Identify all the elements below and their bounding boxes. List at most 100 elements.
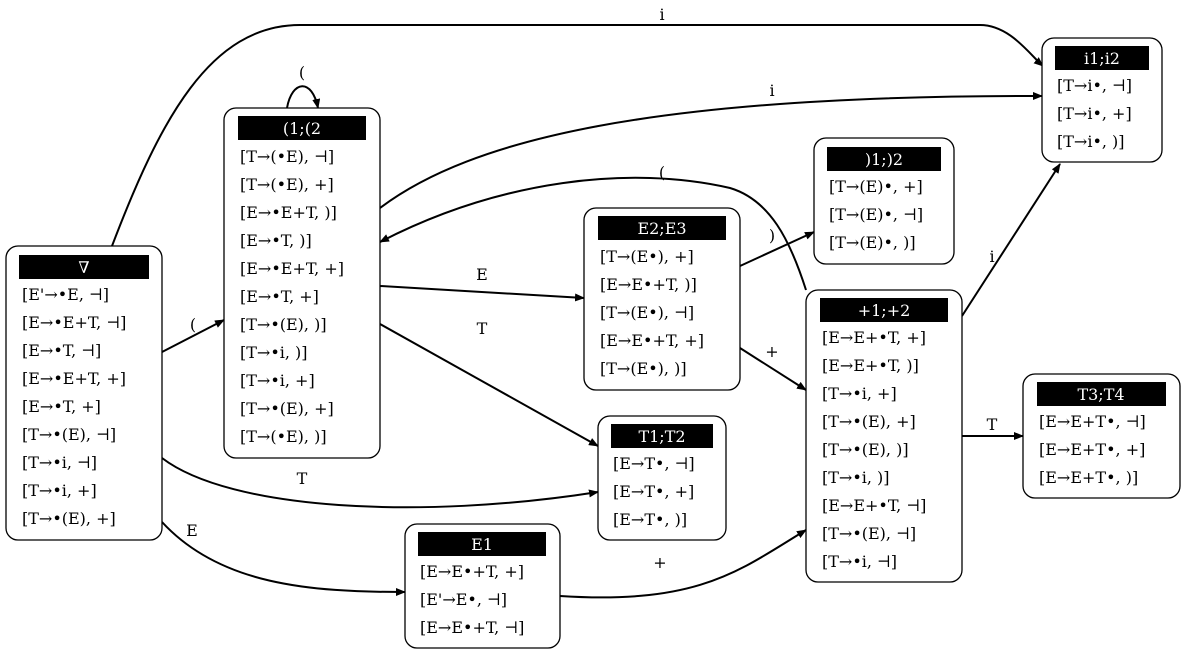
edge-e1-plus: + [559,529,807,599]
state-node-e1: E1 [E→E•+T, +] [E'→E•, ⊣] [E→E•+T, ⊣] [404,523,561,649]
edge-paren-self: ( [286,63,321,109]
state-item: [E→•E+T, ⊣] [22,313,126,332]
state-item: [T→(E)•, )] [829,233,916,252]
state-nodes: ∇ [E'→•E, ⊣] [E→•E+T, ⊣] [E→•T, ⊣] [E→•E… [5,37,1181,649]
edge-start-paren: ( [161,315,225,353]
state-node-paren: (1;(2 [T→(•E), ⊣] [T→(•E), +] [E→•E+T, )… [223,107,381,459]
edge-start-t12-label: T [297,469,308,488]
edge-paren-t12-label: T [477,319,488,338]
state-box-plus [805,289,963,583]
state-item: [E→E•+T, +] [420,562,524,581]
state-item: [T→•i, )] [822,468,890,487]
state-node-e23: E2;E3 [T→(E•), +] [E→E•+T, )] [T→(E•), ⊣… [583,207,741,391]
state-item: [E→E+•T, +] [822,328,926,347]
edge-e23-close-label: ) [769,226,775,245]
state-item: [T→•(E), +] [822,412,916,431]
state-box-start [5,245,163,541]
state-header-t34 [1037,382,1166,406]
state-node-t34: T3;T4 [E→E+T•, ⊣] [E→E+T•, +] [E→E+T•, )… [1022,373,1181,499]
state-item: [T→(E)•, ⊣] [829,205,923,224]
edge-start-t12-path [161,457,599,509]
edge-start-paren-path [161,319,225,353]
edge-paren-t12: T [379,319,599,447]
state-item: [T→(E•), )] [600,359,687,378]
state-item: [T→(•E), +] [240,175,334,194]
state-item: [E→T•, )] [613,510,687,529]
state-item: [T→•(E), +] [240,399,334,418]
state-item: [E'→•E, ⊣] [22,285,109,304]
state-item: [T→(E•), +] [600,247,694,266]
state-node-ident: i1;i2 [T→i•, ⊣] [T→i•, +] [T→i•, )] [1041,37,1163,163]
state-node-start: ∇ [E'→•E, ⊣] [E→•E+T, ⊣] [E→•T, ⊣] [E→•E… [5,245,163,541]
state-item: [T→i•, ⊣] [1057,76,1132,95]
state-title-ident: i1;i2 [1084,49,1120,68]
state-item: [E→•E+T, )] [240,203,337,222]
state-title-plus: +1;+2 [858,301,911,320]
state-title-close: )1;)2 [865,150,903,169]
edge-start-e1-label: E [186,521,198,540]
edge-start-t12: T [161,457,599,509]
edge-start-e1-path [161,521,406,596]
edge-paren-t12-path [379,323,599,447]
state-item: [T→(•E), ⊣] [240,147,334,166]
state-item: [T→•i, +] [822,384,897,403]
state-item: [T→(•E), )] [240,427,327,446]
state-item: [E→E•+T, ⊣] [420,618,524,637]
edge-start-ident: i [111,5,1044,247]
state-item: [T→•i, ⊣] [822,552,897,571]
state-item: [T→•(E), ⊣] [22,425,116,444]
state-header-ident [1055,46,1149,70]
state-item: [E→•T, +] [22,397,101,416]
state-item: [E→E+•T, )] [822,356,919,375]
edge-plus-t34: T [962,415,1024,440]
state-item: [T→i•, )] [1057,132,1125,151]
edge-plus-paren-path [379,176,807,291]
edge-paren-self-label: ( [299,63,305,82]
state-item: [E→E+T•, +] [1039,440,1145,459]
state-header-plus [820,298,948,322]
edge-e1-plus-path [559,529,807,599]
edge-plus-t34-label: T [987,415,998,434]
state-item: [T→(E•), ⊣] [600,303,694,322]
state-title-t12: T1;T2 [638,427,685,446]
edge-start-ident-path [111,24,1044,247]
edge-e23-close: ) [739,226,815,267]
state-item: [T→•i, )] [240,343,308,362]
state-item: [E→E•+T, +] [600,331,704,350]
state-item: [E→E+T•, ⊣] [1039,412,1146,431]
state-box-e23 [583,207,741,391]
state-box-paren [223,107,381,459]
edge-e23-plus: + [739,342,807,391]
edge-plus-ident: i [961,163,1061,317]
state-item: [E→•T, ⊣] [22,341,101,360]
state-item: [T→•(E), +] [22,509,116,528]
state-item: [E→T•, ⊣] [613,454,695,473]
state-item: [T→•i, ⊣] [22,453,97,472]
state-item: [E→•T, )] [240,231,312,250]
edge-e23-plus-path [739,347,807,391]
edge-paren-self-path [286,85,321,109]
edge-plus-paren-label: ( [659,163,665,182]
state-title-paren: (1;(2 [283,119,321,138]
state-item: [E→T•, +] [613,482,694,501]
state-header-paren [238,116,366,140]
edge-paren-ident-path [379,91,1043,209]
state-item: [E→E+•T, ⊣] [822,496,926,515]
state-item: [E→E+T•, )] [1039,468,1138,487]
state-title-start: ∇ [78,258,89,277]
edge-paren-ident-label: i [769,81,774,100]
transition-edges: i ( T E ( i E T [111,5,1061,599]
state-node-t12: T1;T2 [E→T•, ⊣] [E→T•, +] [E→T•, )] [597,415,727,541]
state-item: [T→i•, +] [1057,104,1132,123]
state-header-t12 [611,424,713,448]
state-item: [T→•(E), ⊣] [822,524,916,543]
state-title-e1: E1 [471,535,493,554]
state-item: [T→•(E), )] [822,440,909,459]
state-item: [E'→E•, ⊣] [420,590,507,609]
state-header-close [827,147,941,171]
state-item: [T→•i, +] [240,371,315,390]
state-item: [T→•i, +] [22,481,97,500]
edge-start-paren-label: ( [190,315,196,334]
state-title-e23: E2;E3 [637,219,686,238]
